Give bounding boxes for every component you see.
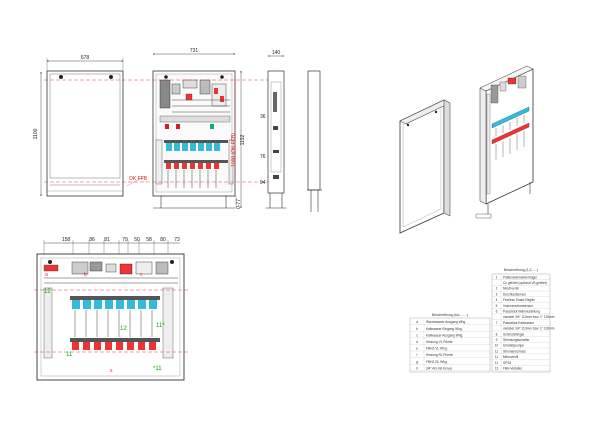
detail-dim-1: 158 <box>62 237 71 243</box>
legend-left-row-key: h <box>416 366 418 370</box>
legend-right-row-desc: Mischventil <box>503 287 519 291</box>
legend-left-row-desc: Heizung RL Primär <box>426 353 454 357</box>
dim-76: 76 <box>260 154 266 160</box>
legend-right-row-desc: Passstück Wärmezählung <box>503 310 540 314</box>
front-width-dim: 678 <box>81 55 90 61</box>
inner-height-dim: 1192 <box>240 134 246 145</box>
legend-right-row-desc: Strömungsschalter <box>503 338 531 342</box>
legend-right-row-key: 12 <box>495 367 499 371</box>
label-c: c <box>140 272 143 278</box>
legend-left-row-desc: Warmwasser Ausgang Whg. <box>426 320 466 324</box>
ok-ffb-label: OK FFB <box>129 176 148 182</box>
legend-right-row-desc: SPS3 <box>503 361 511 365</box>
legend-left-row-key: c <box>416 333 418 337</box>
legend-right-row-desc: Durchlaufsensor <box>503 292 527 296</box>
legend-right-row-key: 9 <box>496 338 498 342</box>
detail-dim-2: 86 <box>89 237 95 243</box>
side-view: 140 36 76 94 <box>260 50 286 209</box>
legend-right-row-desc: FBH-Verteiler <box>503 367 523 371</box>
legend-right-row-desc: Umwälzpumpe <box>503 344 524 348</box>
side-width-dim: 140 <box>272 50 281 56</box>
legend-left-row-desc: FBHZ-VL Whg. <box>426 347 448 351</box>
detail-dim-8: 73 <box>174 237 180 243</box>
legend-left-row-key: b <box>416 327 418 331</box>
dim-36: 36 <box>260 114 266 120</box>
legend-right-row-desc: Passstück Kaltwasser <box>503 321 535 325</box>
legend-right-row-desc: Schmutzfänger <box>503 332 525 336</box>
legend-right-row-key: 11 <box>495 361 499 365</box>
legend-left-row-key: g <box>416 360 418 364</box>
legend-right-row-desc: variabel 3/4" 110mm bzw. 1" 130mm <box>503 315 555 319</box>
dim-94: 94 <box>260 180 266 186</box>
label-11: 11 <box>66 352 73 358</box>
detail-dim-6: 58 <box>146 237 152 243</box>
detail-dim-7: 80 <box>160 237 166 243</box>
ok-dim: 1000 (OK FFB) <box>231 133 237 167</box>
legend-right-title: Beschreibung (1,2,.....) <box>504 268 538 272</box>
front-height-dim: 1100 <box>33 128 39 139</box>
label-b: b <box>84 272 87 278</box>
detail-dim-3: 81 <box>104 237 110 243</box>
legend-right-row-desc: Plattenwärmeübertrager <box>503 275 538 279</box>
legend-left-row-desc: Heizung VL Primär <box>426 340 454 344</box>
legend-left-row-key: d <box>416 340 418 344</box>
legend-right-row-key: 5 <box>496 304 498 308</box>
legend-left-row-key: f <box>417 353 418 357</box>
label-12: 12 <box>120 326 127 332</box>
legend-right-row-desc: Volumenstromsensor <box>503 304 534 308</box>
legend-left-row-key: a <box>416 320 418 324</box>
legend-right-row-key: 11 <box>495 349 499 353</box>
label-12-left: 12 <box>44 289 51 295</box>
legend-table-left: Beschreibung (a,b,.......) a Warmwasser A… <box>409 313 491 373</box>
profile-view <box>307 70 322 212</box>
legend-right-row-desc: Fineless Smart-Regler <box>503 298 536 302</box>
label-s: s <box>110 368 113 374</box>
legend-left-row-key: e <box>416 347 418 351</box>
label-11b: 11* <box>156 323 165 329</box>
legend-right-row-key: 3 <box>496 292 498 296</box>
isometric-view <box>399 65 534 234</box>
inner-view: 731 <box>44 48 280 209</box>
legend-left-title: Beschreibung (a,b,.......) <box>432 313 468 317</box>
legend-right-row-key: 1 <box>496 275 498 279</box>
legend-right-row-key: 7 <box>496 321 498 325</box>
legend-left-row-desc: FBHZ-RL Whg. <box>426 360 448 364</box>
legend-left-row-desc: 3/4" AG mit Konus <box>426 366 452 370</box>
label-11-star: *11 <box>153 366 162 372</box>
legend-right-row-key: 6 <box>496 310 498 314</box>
legend-right-row-key: 11 <box>495 355 499 359</box>
bottom-adjust-dim: 0-77 <box>236 199 242 209</box>
detail-view: 158 86 81 79 50 58 80 73 <box>34 237 190 381</box>
legend-right-row-key: 10 <box>495 344 499 348</box>
legend-right-row-desc: Mikroventil <box>503 355 519 359</box>
legend-left-row-desc: Kaltwasser Eingang Whg. <box>426 327 463 331</box>
legend-table-right: Beschreibung (1,2,.....) 1 Plattenwärmeüb… <box>491 268 555 373</box>
inner-width-dim: 731 <box>190 48 199 54</box>
detail-dim-4: 79 <box>122 237 128 243</box>
front-view: 678 1100 <box>33 55 124 197</box>
legend-left-row-desc: Kaltwasser Ausgang Whg. <box>426 333 463 337</box>
legend-right-row-desc: Stromanschluss <box>503 349 526 353</box>
legend-right-row-key: 8 <box>496 332 498 336</box>
legend-right-row-desc: Cu gelötet (optional VA gelötet) <box>503 281 547 285</box>
detail-dim-5: 50 <box>134 237 140 243</box>
label-a: a <box>45 272 48 278</box>
legend-right-row-key: 2 <box>496 287 498 291</box>
legend-right-row-desc: variabel 3/4" 110mm bzw. 1" 130mm <box>503 327 555 331</box>
legend-right-row-key: 4 <box>496 298 498 302</box>
